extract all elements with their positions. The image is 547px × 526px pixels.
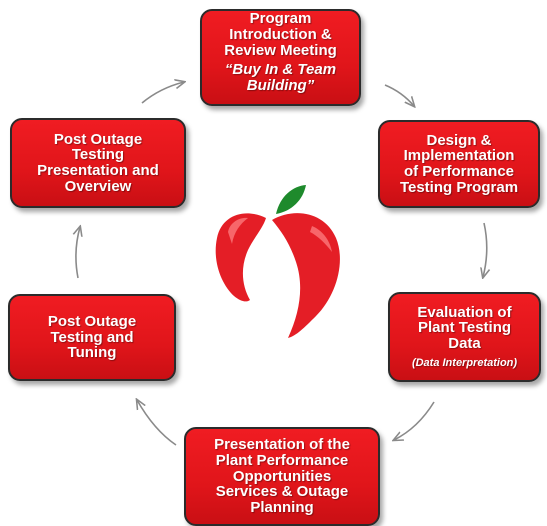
step-post-outage-testing-tuning: Post Outage Testing and Tuning [8,294,176,381]
step-title: Presentation of the Plant Performance Op… [214,436,350,517]
arrow-6-to-1 [141,82,184,104]
step-post-outage-presentation: Post Outage Testing Presentation and Ove… [10,118,186,208]
step-title: Post Outage Testing and Tuning [47,312,137,362]
step-subtitle: (Data Interpretation) [411,356,518,369]
step-title: Evaluation of Plant Testing Data [417,303,512,353]
step-title: Design & Implementation of Performance T… [399,131,519,196]
arrow-2-to-3 [483,222,487,277]
apple-logo-icon [215,185,340,338]
arrow-5-to-6 [76,227,80,279]
step-presentation-opportunities: Presentation of the Plant Performance Op… [184,427,380,526]
step-title: Post Outage Testing Presentation and Ove… [37,130,159,195]
step-title: Program Introduction & Review Meeting [224,10,337,59]
step-program-introduction: Program Introduction & Review Meeting “B… [200,9,361,106]
step-evaluation: Evaluation of Plant Testing Data (Data I… [388,292,541,382]
arrow-4-to-5 [137,400,177,446]
arrow-3-to-4 [394,401,435,440]
arrow-1-to-2 [384,84,414,106]
step-design-implementation: Design & Implementation of Performance T… [378,120,540,208]
step-subtitle: “Buy In & Team Building” [224,61,337,94]
